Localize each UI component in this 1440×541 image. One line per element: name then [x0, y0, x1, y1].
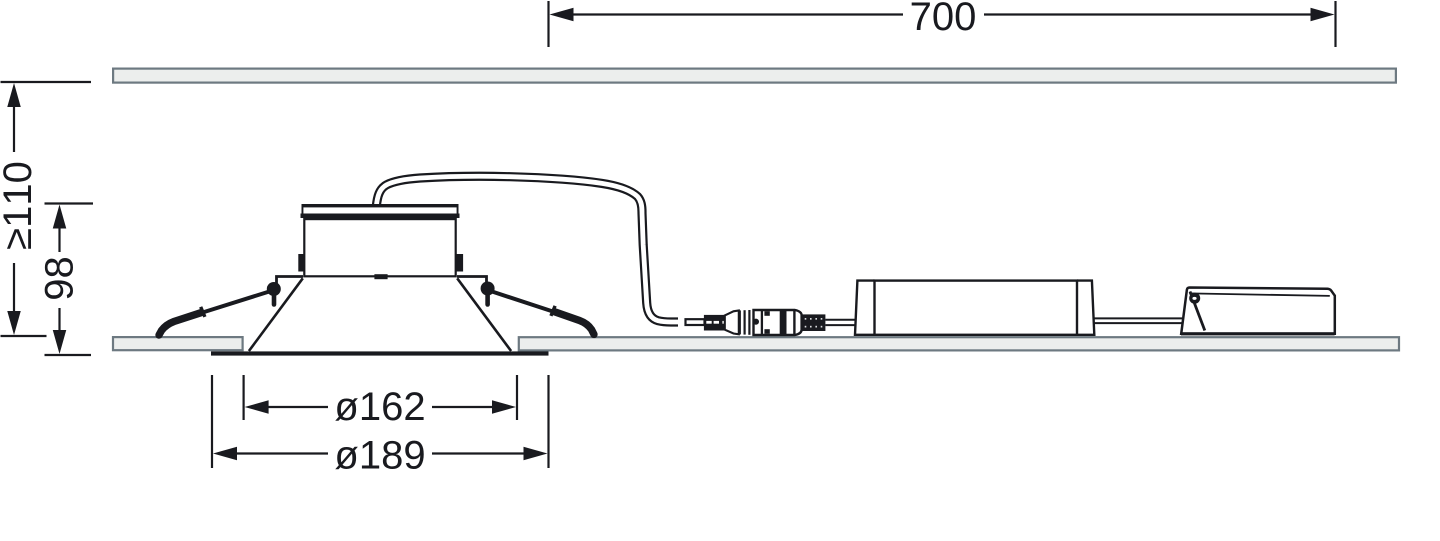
svg-text:≥110: ≥110: [0, 161, 40, 250]
svg-text:98: 98: [38, 256, 82, 301]
svg-text:ø189: ø189: [334, 433, 425, 477]
svg-text:ø162: ø162: [334, 385, 425, 429]
svg-text:700: 700: [910, 0, 977, 39]
